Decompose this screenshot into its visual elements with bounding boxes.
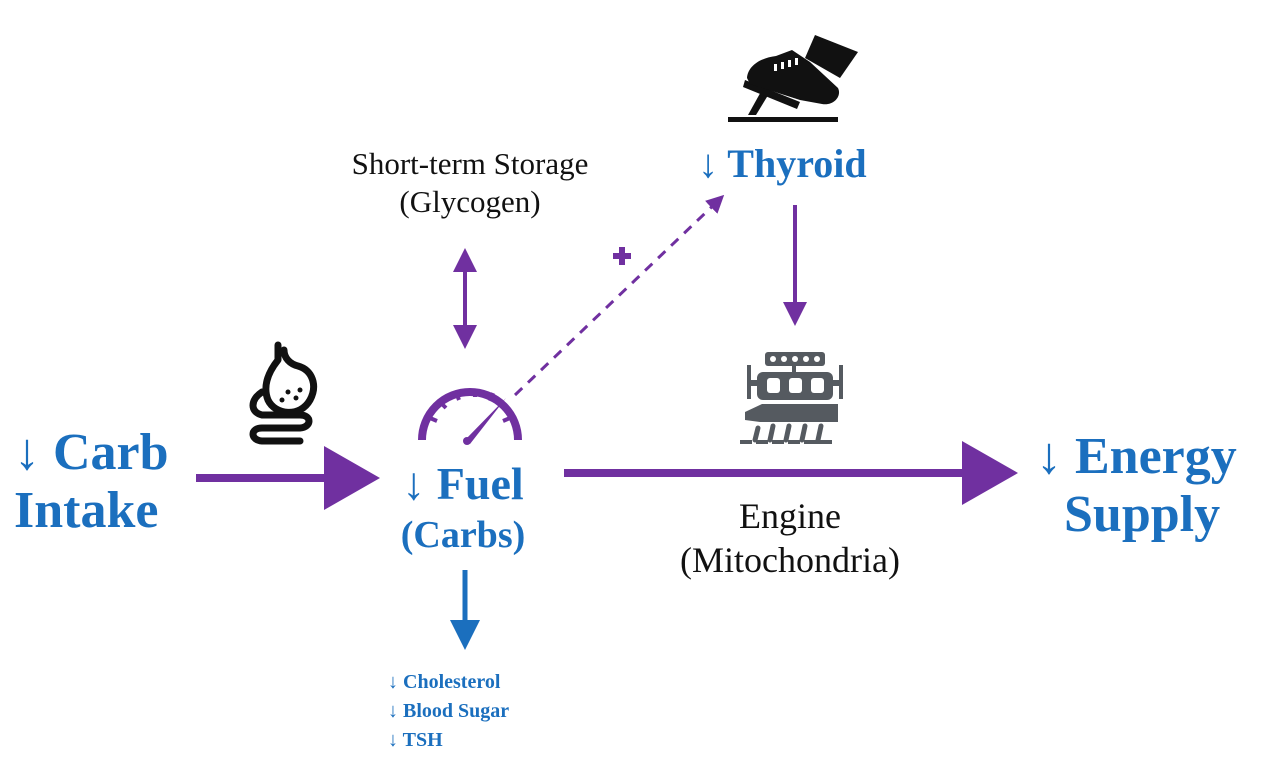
engine-line2: (Mitochondria) xyxy=(680,540,900,580)
thyroid-label: ↓ Thyroid xyxy=(698,141,867,186)
carb-intake-line2: Intake xyxy=(14,482,159,539)
marker-tsh: ↓ TSH xyxy=(388,729,443,751)
marker-blood-sugar: ↓ Blood Sugar xyxy=(388,700,510,722)
storage-line1: Short-term Storage xyxy=(351,146,589,181)
short-term-storage-label: Short-term Storage (Glycogen) xyxy=(320,145,620,221)
energy-supply-line2: Supply xyxy=(1064,486,1221,543)
stomach-intestine-icon xyxy=(249,341,317,445)
carb-intake-label: ↓ Carb Intake xyxy=(14,424,169,540)
fuel-line1: ↓ Fuel xyxy=(402,458,524,509)
fuel-line2: (Carbs) xyxy=(400,514,526,556)
engine-line1: Engine xyxy=(739,496,841,536)
foot-on-pedal-icon xyxy=(728,35,858,122)
fuel-gauge-icon xyxy=(418,388,522,445)
energy-supply-line1: ↓ Energy xyxy=(1036,428,1237,485)
carb-intake-line1: ↓ Carb xyxy=(14,424,169,481)
arrow-fuel-to-thyroid-dashed xyxy=(513,194,725,397)
plus-sign-icon xyxy=(613,247,631,265)
markers-list: ↓ Cholesterol ↓ Blood Sugar ↓ TSH xyxy=(388,668,509,755)
engine-icon xyxy=(740,352,843,444)
energy-supply-label: ↓ Energy Supply xyxy=(1036,428,1237,544)
fuel-label: ↓ Fuel (Carbs) xyxy=(388,456,538,558)
storage-line2: (Glycogen) xyxy=(399,184,541,219)
engine-label: Engine (Mitochondria) xyxy=(640,494,940,582)
marker-cholesterol: ↓ Cholesterol xyxy=(388,671,501,693)
